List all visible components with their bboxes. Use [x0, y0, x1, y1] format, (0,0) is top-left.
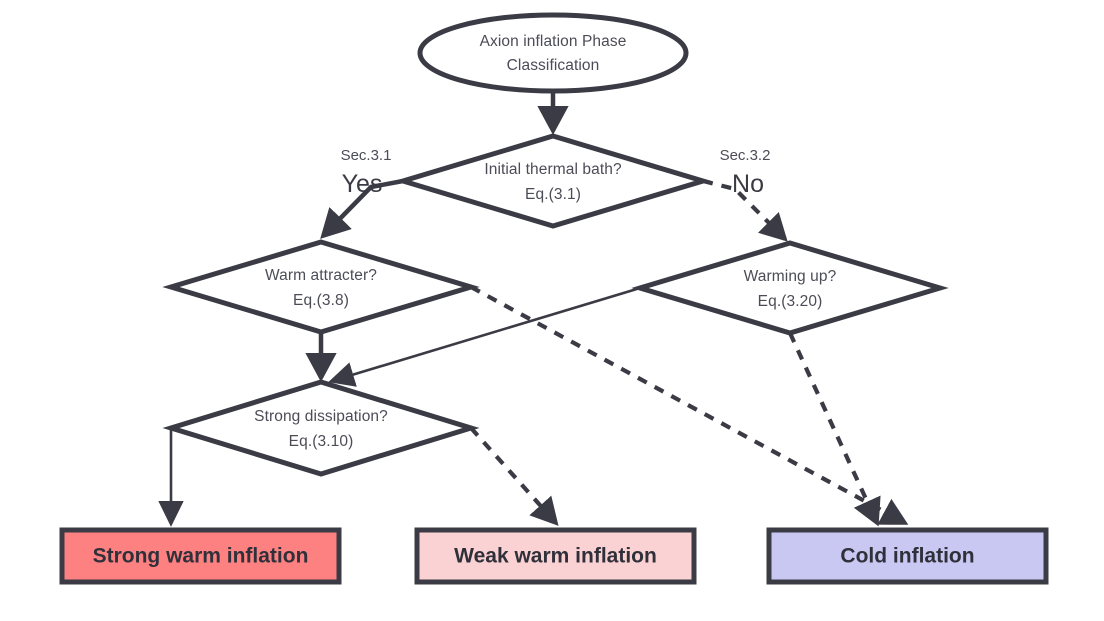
strong-warm-inflation-box — [59, 527, 342, 585]
branch-no-section: Sec.3.2 — [720, 147, 771, 164]
warm-attracter[interactable]: Warm attracter? Eq.(3.8) — [162, 239, 480, 335]
strong-warm-inflation-label: Strong warm inflation — [93, 545, 309, 568]
warming-up-equation: Eq.(3.20) — [758, 293, 823, 310]
initial-thermal-bath-question: Initial thermal bath? — [484, 161, 622, 178]
terminal-layer: Strong warm inflation Weak warm inflation… — [59, 527, 1049, 585]
edge-dissipation-to-weak — [469, 426, 559, 526]
warm-attracter-question: Warm attracter? — [265, 267, 377, 284]
start-label-line1: Axion inflation Phase — [480, 33, 627, 50]
branch-yes-section: Sec.3.1 — [341, 147, 392, 164]
start-label-line2: Classification — [507, 57, 600, 74]
branch-no-answer: No — [732, 170, 764, 198]
warm-attracter-equation: Eq.(3.8) — [293, 292, 349, 309]
warm-attracter-shape — [162, 239, 480, 335]
edge-layer — [158, 92, 909, 527]
warming-up-shape — [631, 240, 949, 336]
initial-thermal-bath[interactable]: Initial thermal bath? Eq.(3.1) — [394, 133, 712, 229]
branch-no: Sec.3.2No — [720, 147, 771, 198]
edge-warming-to-cold — [788, 332, 881, 527]
weak-warm-inflation-label: Weak warm inflation — [454, 545, 657, 568]
initial-thermal-bath-equation: Eq.(3.1) — [525, 186, 581, 203]
weak-warm-inflation[interactable]: Weak warm inflation — [414, 527, 697, 585]
cold-inflation[interactable]: Cold inflation — [766, 527, 1049, 585]
branch-yes-answer: Yes — [342, 170, 383, 198]
strong-warm-inflation[interactable]: Strong warm inflation — [59, 527, 342, 585]
cold-inflation-label: Cold inflation — [840, 545, 974, 568]
edge-initial-yes-warm — [320, 178, 404, 239]
edge-initial-no-warming — [702, 178, 788, 242]
weak-warm-inflation-box — [414, 527, 697, 585]
cold-inflation-box — [766, 527, 1049, 585]
warming-up-question: Warming up? — [744, 268, 837, 285]
start-ellipse-shape — [417, 12, 689, 94]
strong-dissipation-question: Strong dissipation? — [254, 408, 388, 425]
initial-thermal-bath-shape — [394, 133, 712, 229]
warming-up[interactable]: Warming up? Eq.(3.20) — [631, 240, 949, 336]
edge-warming-to-dissipation — [328, 286, 641, 387]
node-layer: Axion inflation PhaseClassificationIniti… — [162, 12, 949, 477]
edge-warm-to-cold — [469, 285, 909, 525]
strong-dissipation[interactable]: Strong dissipation? Eq.(3.10) — [162, 379, 480, 477]
strong-dissipation-shape — [162, 379, 480, 477]
strong-dissipation-equation: Eq.(3.10) — [289, 433, 354, 450]
